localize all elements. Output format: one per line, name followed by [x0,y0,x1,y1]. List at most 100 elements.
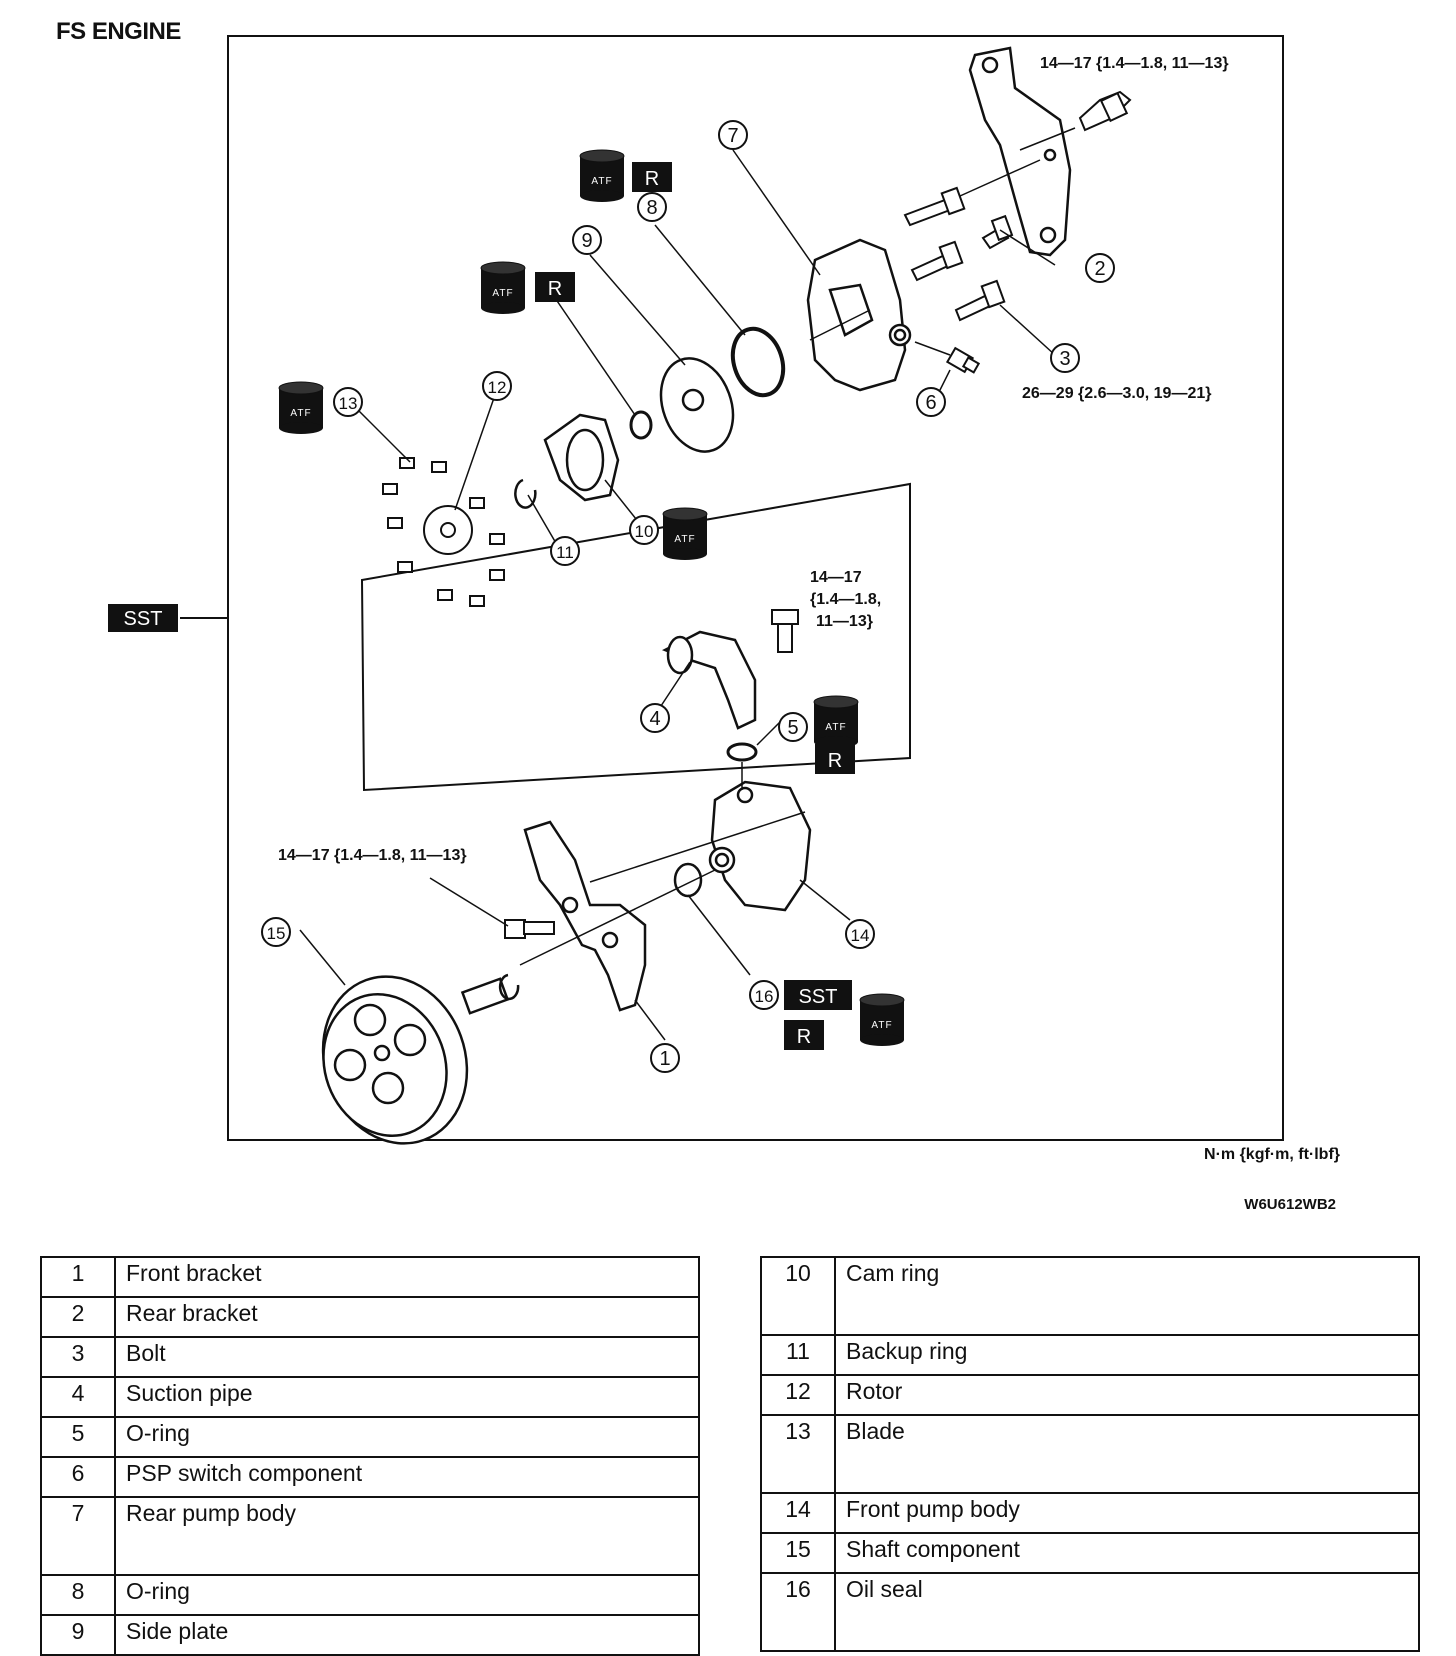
part-number: 6 [40,1456,116,1498]
svg-text:R: R [828,750,842,772]
callout-6: 6 [916,387,946,417]
svg-text:ATF: ATF [871,1020,892,1031]
replace-badge: R [815,744,855,774]
svg-text:10: 10 [635,522,654,541]
torque-front-bracket: 14—17 {1.4—1.8, 11—13} [278,847,467,864]
callout-2: 2 [1085,253,1115,283]
svg-text:4: 4 [649,708,660,730]
part-name: Front bracket [114,1256,700,1298]
replace-badge: R [535,272,575,302]
svg-text:12: 12 [488,378,507,397]
part-name: O-ring [114,1416,700,1458]
part-number: 10 [760,1256,836,1336]
callout-14: 14 [845,919,875,949]
torque-suction-1: 14—17 [810,569,862,586]
part-name: O-ring [114,1574,700,1616]
part-name: Suction pipe [114,1376,700,1418]
part-number: 1 [40,1256,116,1298]
atf-icon: ATF [579,149,625,202]
atf-icon: ATF [662,507,708,560]
svg-text:15: 15 [267,924,286,943]
part-number: 4 [40,1376,116,1418]
part-number: 9 [40,1614,116,1656]
shaft-component [321,975,510,1145]
svg-text:ATF: ATF [591,176,612,187]
atf-icon: ATF [859,993,905,1046]
callout-5: 5 [778,712,808,742]
svg-text:16: 16 [755,987,774,1006]
part-number: 15 [760,1532,836,1574]
page-title: FS ENGINE [56,18,181,45]
part-name: Blade [834,1414,1420,1494]
svg-text:13: 13 [339,394,358,413]
part-name: Rotor [834,1374,1420,1416]
svg-text:11: 11 [556,543,574,562]
part-name: Shaft component [834,1532,1420,1574]
part-name: Side plate [114,1614,700,1656]
callout-3: 3 [1050,343,1080,373]
front-pump-body [708,780,812,912]
part-name: Cam ring [834,1256,1420,1336]
rear-pump-body [806,238,912,392]
callout-8: 8 [637,192,667,222]
part-number: 2 [40,1296,116,1338]
exploded-view-diagram: SST 14—17 {1.4—1.8, 11—13} 26—29 {2.6—3.… [108,35,1284,1145]
part-number: 12 [760,1374,836,1416]
part-number: 13 [760,1414,836,1494]
diagram-frame [227,35,1284,1141]
part-number: 16 [760,1572,836,1652]
suction-pipe [661,630,757,730]
svg-text:3: 3 [1059,348,1070,370]
callout-15: 15 [261,917,291,947]
callout-16: 16 [749,980,779,1010]
svg-text:6: 6 [925,392,936,414]
svg-text:ATF: ATF [674,534,695,545]
torque-rear-bracket: 14—17 {1.4—1.8, 11—13} [1040,55,1229,72]
replace-badges: R R R R [535,162,855,1050]
part-number: 11 [760,1334,836,1376]
svg-text:14: 14 [851,926,870,945]
svg-text:ATF: ATF [825,722,846,733]
front-bracket-bolt [504,919,555,939]
svg-text:SST: SST [799,986,838,1008]
callouts: 1 2 3 4 5 6 7 8 9 10 11 12 13 14 15 16 [261,120,1115,1073]
callout-1: 1 [650,1043,680,1073]
snap-ring [498,973,520,1001]
backup-ring [514,478,537,509]
atf-icons: ATF ATF ATF ATF ATF ATF [278,149,905,1046]
part-name: Front pump body [834,1492,1420,1534]
svg-text:2: 2 [1094,258,1105,280]
atf-icon: ATF [813,695,859,748]
part-name: Rear bracket [114,1296,700,1338]
o-ring-8 [730,326,786,398]
replace-badge: R [632,162,672,192]
callout-9: 9 [572,225,602,255]
rear-bracket-bolt [1078,90,1132,132]
callout-13: 13 [333,387,363,417]
callout-4: 4 [640,703,670,733]
blades [382,457,505,607]
svg-text:7: 7 [727,125,738,147]
part-number: 8 [40,1574,116,1616]
svg-text:SST: SST [124,608,163,630]
part-name: Oil seal [834,1572,1420,1652]
sst-badge-16: SST [784,980,852,1010]
replace-badge: R [784,1020,824,1050]
svg-text:R: R [797,1026,811,1048]
part-name: Backup ring [834,1334,1420,1376]
psp-switch [945,346,981,374]
torque-suction-2: {1.4—1.8, [810,591,881,608]
callout-12: 12 [482,371,512,401]
